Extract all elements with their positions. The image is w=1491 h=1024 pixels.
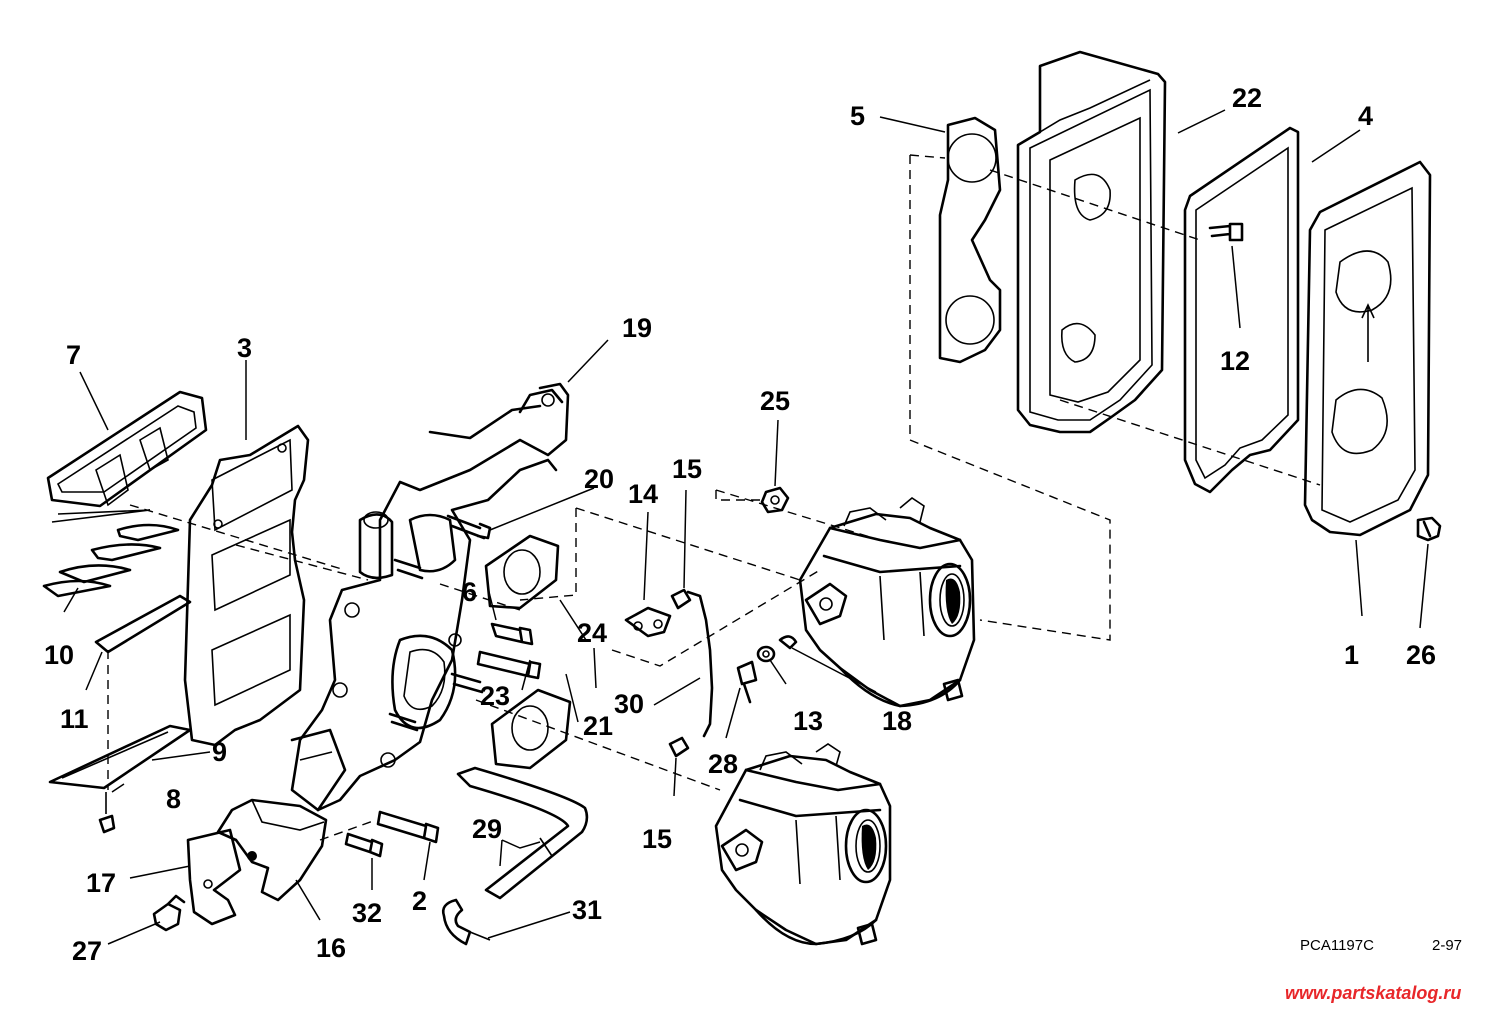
watermark-link[interactable]: www.partskatalog.ru	[1285, 983, 1462, 1003]
screw-27	[152, 894, 186, 932]
gasket-3	[183, 424, 310, 747]
callout-1: 1	[1344, 640, 1359, 670]
reed-petals-10	[42, 523, 180, 598]
gasket-24-lower	[490, 688, 572, 770]
callout-3: 3	[237, 333, 252, 363]
bolt-23	[476, 650, 542, 680]
bolt-2	[376, 810, 440, 844]
link-rod-30	[686, 590, 714, 738]
callout-5: 5	[850, 101, 865, 131]
callout-10: 10	[44, 640, 74, 670]
callout-28: 28	[708, 749, 738, 779]
bracket-16	[216, 798, 328, 902]
callout-17: 17	[86, 868, 116, 898]
lever-14	[624, 606, 672, 638]
screw-12	[1208, 222, 1244, 242]
stud-left-lower	[388, 712, 419, 732]
plate-17	[186, 828, 242, 926]
catalog-code: PCA1197C	[1300, 937, 1374, 954]
gasket-5	[938, 116, 1002, 364]
callout-27: 27	[72, 936, 102, 966]
clip-15-upper	[670, 588, 692, 610]
gasket-24-upper	[484, 534, 560, 610]
carburetor-upper	[798, 497, 976, 708]
callout-25: 25	[760, 386, 790, 416]
callout-9: 9	[212, 737, 227, 767]
washer-13	[756, 645, 776, 663]
callout-2: 2	[412, 886, 427, 916]
callout-24: 24	[577, 618, 607, 648]
hose-29	[456, 766, 589, 900]
clip-15-lower	[668, 736, 690, 758]
callout-23: 23	[480, 681, 510, 711]
callout-7: 7	[66, 340, 81, 370]
carburetor-lower	[714, 743, 892, 946]
screw-8	[98, 792, 116, 834]
reed-stop-11	[94, 594, 192, 654]
callout-12: 12	[1220, 346, 1250, 376]
stud-20	[446, 514, 492, 540]
callout-6: 6	[462, 577, 477, 607]
reed-block-7	[46, 390, 208, 523]
stud-manifold-lower	[450, 672, 484, 694]
stud-left-upper	[393, 558, 424, 580]
callout-19: 19	[622, 313, 652, 343]
screw-28	[736, 660, 758, 704]
callout-29: 29	[472, 814, 502, 844]
intake-manifold-19	[290, 382, 570, 812]
callout-labels: 1 2 3 4 5 6 7 8 9 10 11 12 13 14 15 15 1…	[44, 83, 1436, 966]
callout-11: 11	[60, 704, 89, 734]
callout-15-lower: 15	[642, 824, 672, 854]
leader-lines	[63, 109, 1429, 945]
callout-18: 18	[882, 706, 912, 736]
gasket-22	[1183, 126, 1300, 494]
callout-13: 13	[793, 706, 823, 736]
callout-15-upper: 15	[672, 454, 702, 484]
callout-22: 22	[1232, 83, 1262, 113]
catalog-date: 2-97	[1432, 937, 1463, 954]
callout-8: 8	[166, 784, 181, 814]
callout-30: 30	[614, 689, 644, 719]
silencer-cover-4	[1303, 160, 1432, 537]
callout-4: 4	[1358, 101, 1373, 131]
bolt-6	[490, 622, 534, 646]
callout-32: 32	[352, 898, 382, 928]
clamp-31	[441, 898, 491, 946]
washer-18	[778, 635, 798, 650]
callout-21: 21	[583, 711, 613, 741]
silencer-base	[1016, 50, 1167, 434]
callout-16: 16	[316, 933, 346, 963]
callout-31: 31	[572, 895, 602, 925]
callout-14: 14	[628, 479, 658, 509]
alignment-lines	[107, 154, 1321, 841]
callout-26: 26	[1406, 640, 1436, 670]
callout-20: 20	[584, 464, 614, 494]
bolt-32	[344, 832, 384, 858]
screw-26	[1416, 516, 1442, 542]
